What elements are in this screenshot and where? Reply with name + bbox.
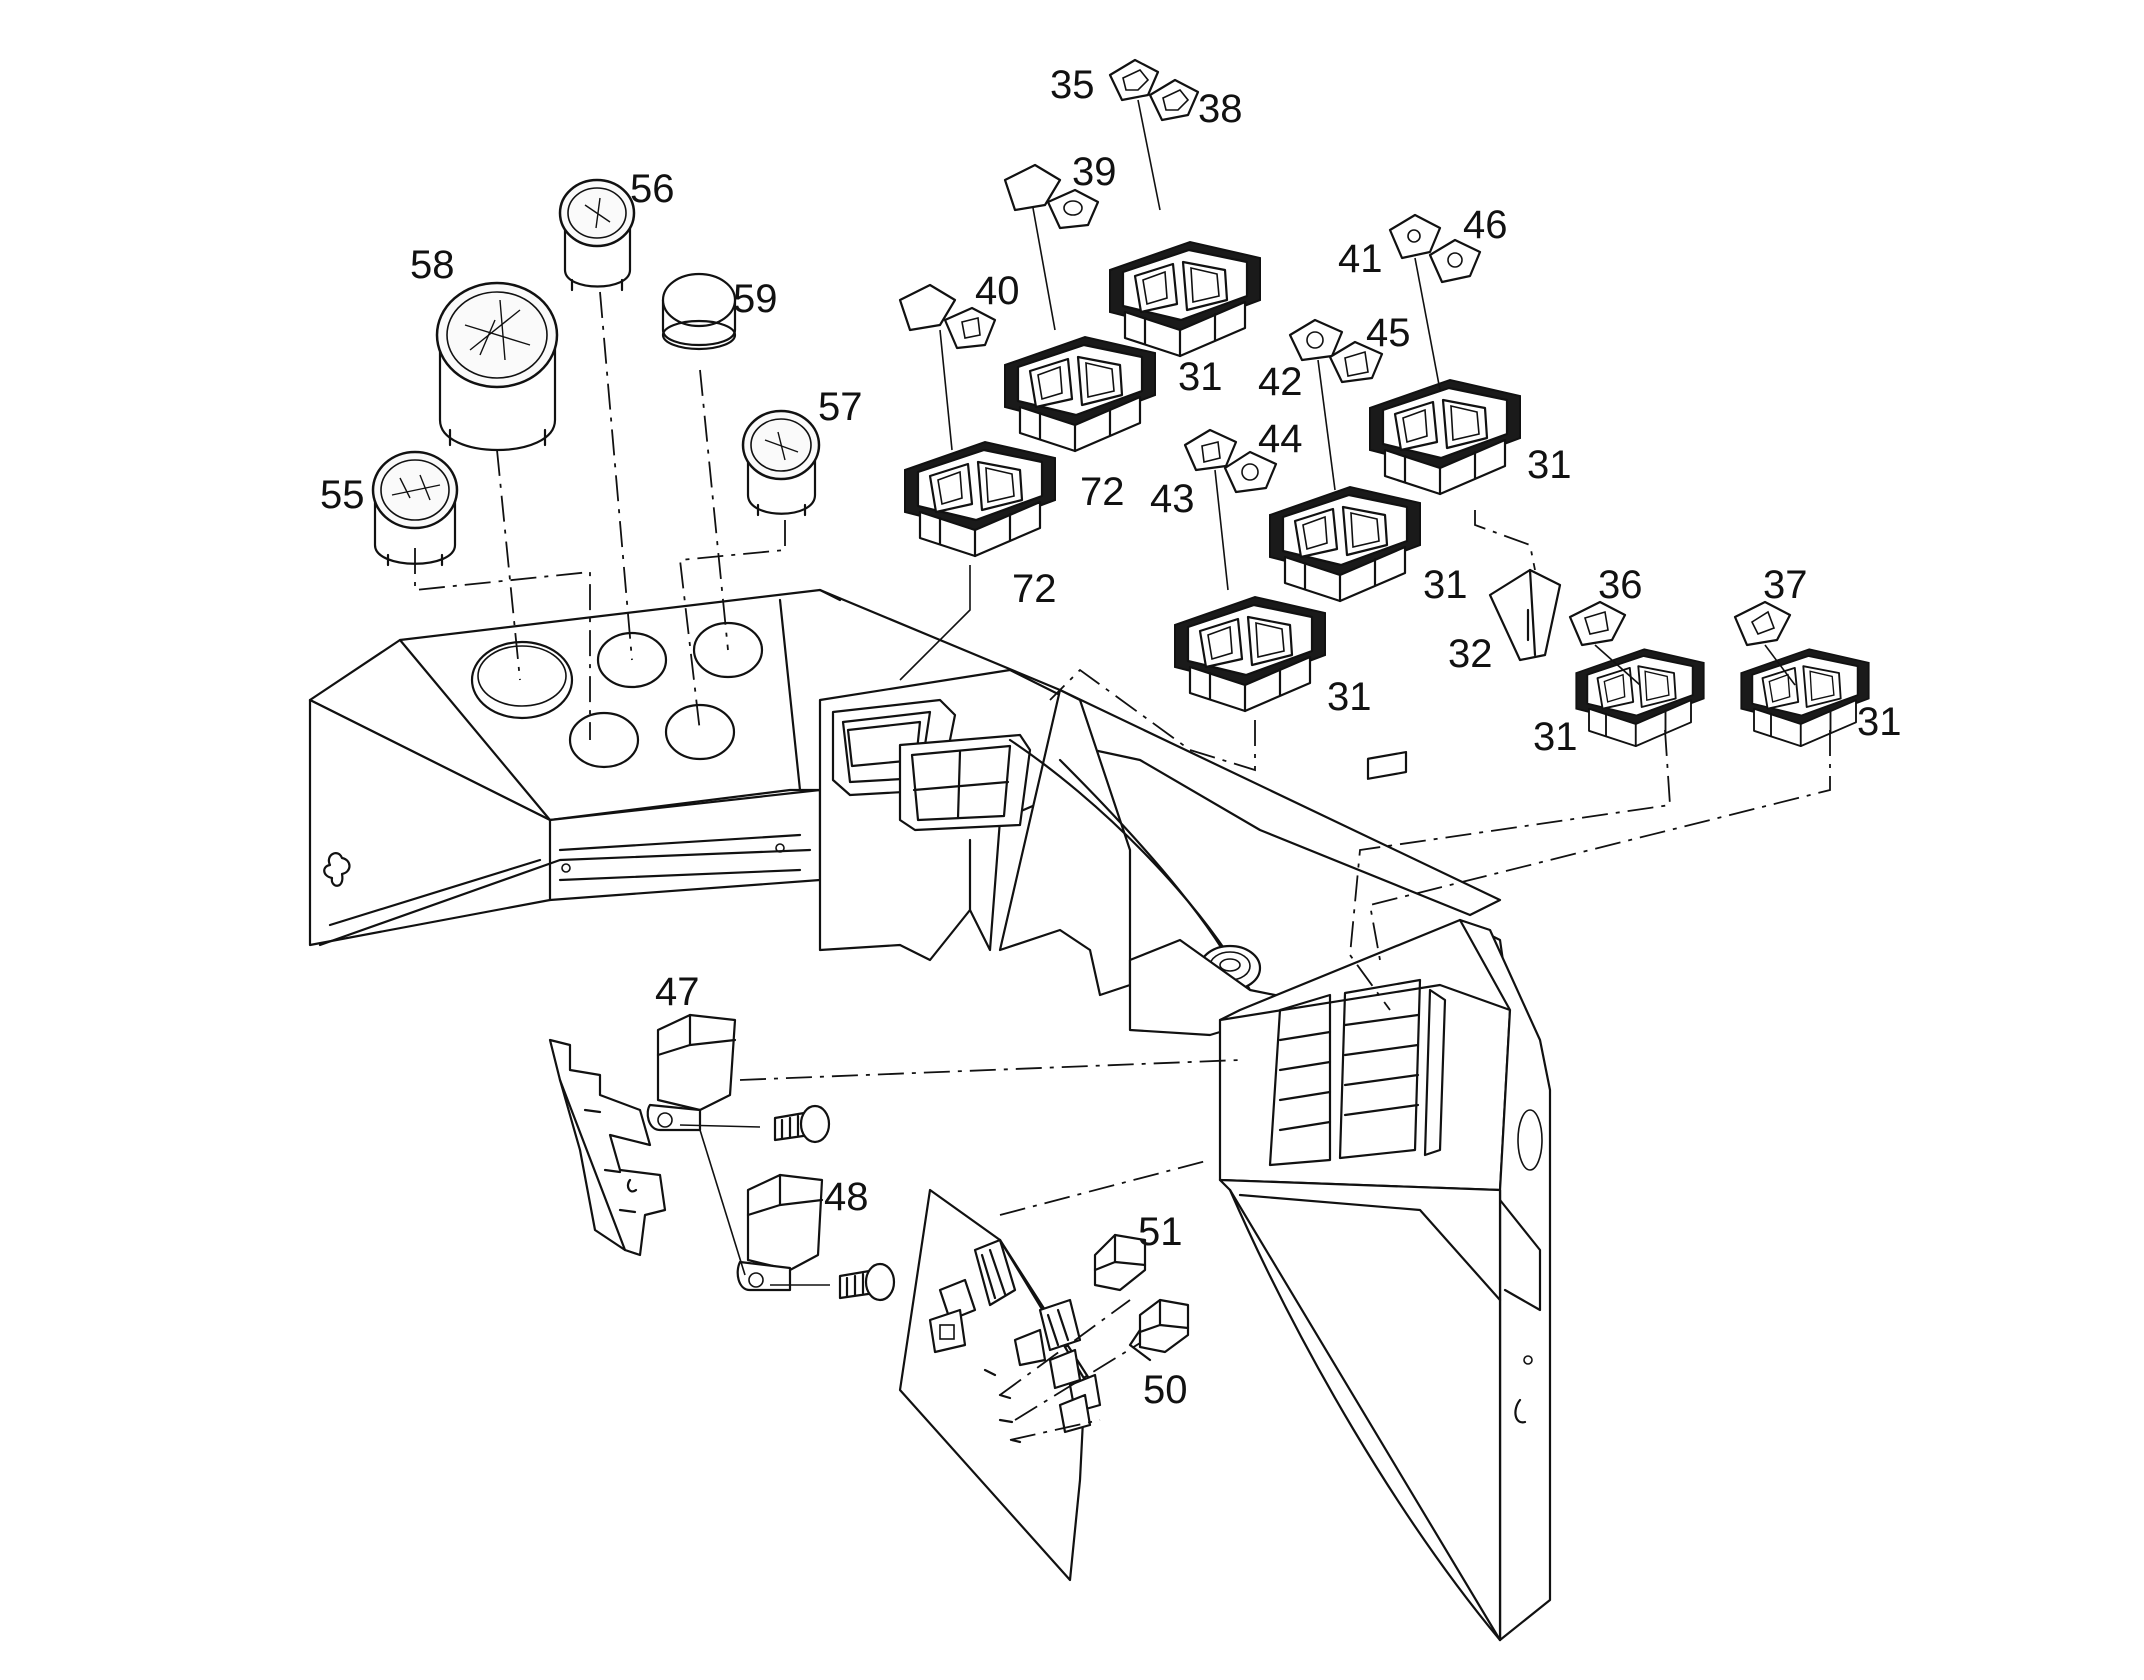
switch-lenses	[898, 58, 1792, 647]
part-label-43: 43	[1150, 477, 1195, 521]
gauge-56	[558, 178, 636, 292]
part-label-47: 47	[655, 970, 700, 1014]
switch-housing-31-top	[1109, 240, 1261, 358]
part-labels: 35 38 39 40 41 46 42 45 43 44 36 37 32 3…	[320, 63, 1902, 1412]
shroud-32	[1488, 568, 1562, 662]
relay-bracket	[548, 1038, 667, 1257]
relay-51	[1093, 1233, 1147, 1292]
part-label-41: 41	[1338, 237, 1383, 281]
part-label-39: 39	[1072, 150, 1117, 194]
part-label-31-center: 31	[1327, 675, 1372, 719]
relay-47	[646, 1013, 737, 1132]
screw-47	[773, 1104, 831, 1144]
part-label-31-right-b: 31	[1857, 700, 1902, 744]
part-label-37: 37	[1763, 563, 1808, 607]
switch-housing-72-upper	[1004, 335, 1156, 453]
rocker-switch-housings	[904, 240, 1870, 748]
part-label-56: 56	[630, 167, 675, 211]
part-label-35: 35	[1050, 63, 1095, 107]
part-label-31-top: 31	[1178, 355, 1223, 399]
circuit-board	[898, 1188, 1146, 1582]
gauge-57	[741, 409, 821, 517]
part-label-58: 58	[410, 243, 455, 287]
gauge-59	[661, 272, 737, 351]
part-label-46: 46	[1463, 203, 1508, 247]
part-label-72-upper: 72	[1080, 470, 1125, 514]
dashboard-housing	[308, 588, 1552, 1642]
relay-48	[736, 1173, 824, 1292]
switch-housing-31-right-top	[1369, 378, 1521, 496]
part-label-55: 55	[320, 473, 365, 517]
switch-housing-31-right-b	[1740, 648, 1870, 748]
part-label-50: 50	[1143, 1368, 1188, 1412]
part-label-42: 42	[1258, 360, 1303, 404]
gauge-58	[435, 281, 559, 452]
part-label-32: 32	[1448, 632, 1493, 676]
part-label-44: 44	[1258, 417, 1303, 461]
switch-housing-31-mid	[1269, 485, 1421, 603]
switch-housing-31-center	[1174, 595, 1326, 713]
part-label-38: 38	[1198, 87, 1243, 131]
lower-leader-lines	[679, 1059, 1241, 1286]
part-label-48: 48	[824, 1175, 869, 1219]
part-label-31-right-top: 31	[1527, 443, 1572, 487]
part-label-51: 51	[1138, 1210, 1183, 1254]
part-label-36: 36	[1598, 563, 1643, 607]
screw-48	[838, 1262, 896, 1302]
switch-housing-31-right-a	[1575, 648, 1705, 748]
part-label-40: 40	[975, 269, 1020, 313]
relay-50	[1128, 1298, 1190, 1362]
part-label-59: 59	[733, 277, 778, 321]
switch-leader-lines	[899, 99, 1831, 1011]
part-label-31-right-a: 31	[1533, 715, 1578, 759]
switch-housing-72-lower	[904, 440, 1056, 558]
part-label-31-mid: 31	[1423, 563, 1468, 607]
part-label-45: 45	[1366, 311, 1411, 355]
part-label-57: 57	[818, 385, 863, 429]
gauge-leader-lines	[414, 291, 786, 740]
gauge-55	[371, 450, 459, 567]
part-label-72-lower: 72	[1012, 567, 1057, 611]
